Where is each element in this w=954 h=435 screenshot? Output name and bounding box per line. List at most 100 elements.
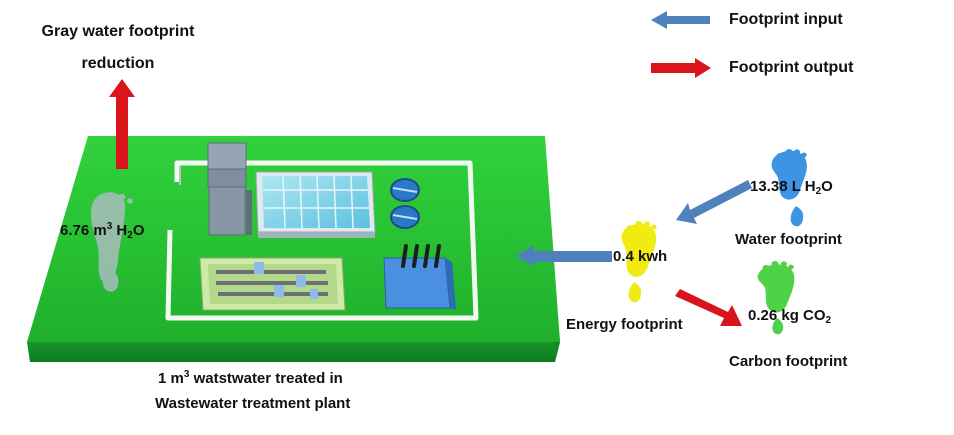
- legend-output-arrow: [651, 58, 711, 78]
- water-to-energy-arrow: [676, 180, 752, 224]
- plant-caption-line1-prefix: 1 m: [158, 370, 184, 387]
- gray-water-value: 6.76 m3 H2O: [60, 221, 145, 241]
- carbon-footprint-drop: [772, 318, 784, 335]
- carbon-footprint-value-sub: 2: [825, 315, 832, 326]
- red-up-arrow: [109, 79, 135, 169]
- clarifier-2-bridge: [392, 214, 418, 220]
- energy-to-plant-arrow-shape: [516, 245, 612, 267]
- legend-input-arrow-shape: [651, 11, 710, 29]
- carbon-footprint-toe: [771, 261, 779, 267]
- water-footprint-value: 13.38 L H2O: [750, 178, 833, 197]
- tank-front: [258, 232, 375, 238]
- energy-to-carbon-arrow: [675, 289, 742, 326]
- carbon-footprint-sole: [757, 264, 795, 313]
- plant-caption-line1-sup: 3: [183, 369, 190, 380]
- carbon-footprint-toe: [788, 264, 794, 270]
- gray-water-value-sup: 3: [106, 221, 113, 232]
- channel-gate: [296, 275, 306, 287]
- blue-building-side: [445, 258, 456, 310]
- sludge-channels: [199, 257, 346, 311]
- energy-footprint-sole: [621, 223, 657, 277]
- water-footprint-value-suffix: O: [821, 178, 833, 195]
- gray-footprint-toe: [118, 194, 126, 200]
- channel-bar: [216, 270, 326, 274]
- gray-water-title-line1: Gray water footprint: [41, 23, 195, 40]
- gray-water-value-unit: H: [112, 222, 128, 239]
- legend-input-arrow: [651, 11, 710, 29]
- channel-bar: [216, 281, 328, 285]
- legend-input-label: Footprint input: [729, 11, 843, 28]
- gray-footprint-toe: [100, 195, 108, 203]
- energy-to-plant-arrow: [516, 245, 612, 267]
- carbon-footprint-toe: [762, 265, 770, 271]
- carbon-footprint-toe: [781, 261, 787, 267]
- channel-gate: [310, 289, 318, 299]
- plant-caption-line1-suffix: watstwater treated in: [189, 370, 343, 387]
- water-footprint-toe: [801, 152, 807, 158]
- water-to-energy-arrow-shape: [676, 180, 752, 224]
- blue-building: [383, 244, 456, 310]
- channel-bar: [218, 292, 328, 296]
- tank-grid-line: [299, 175, 303, 229]
- gray-footprint-toe: [109, 192, 117, 200]
- building-side: [246, 190, 252, 235]
- red-up-arrow-head: [109, 79, 135, 97]
- energy-footprint-drop: [628, 282, 642, 303]
- plant-caption-line1: 1 m3 watstwater treated in: [158, 369, 343, 387]
- energy-footprint-label: Energy footprint: [566, 316, 683, 333]
- blue-building-body: [383, 257, 451, 309]
- carbon-footprint-value: 0.26 kg CO2: [748, 307, 832, 326]
- wall-outline: [165, 160, 479, 321]
- energy-footprint-toe: [635, 221, 643, 227]
- gray-footprint-toe: [127, 198, 133, 204]
- energy-footprint-toe: [644, 221, 650, 227]
- gray-footprint-sole: [90, 192, 126, 283]
- water-footprint-sole: [771, 150, 807, 200]
- clarifiers: [390, 178, 420, 229]
- chimney: [401, 244, 408, 268]
- gray-buildings: [207, 142, 252, 236]
- carbon-footprint-label: Carbon footprint: [729, 353, 848, 370]
- energy-footprint-toe: [626, 225, 634, 231]
- gray-water-value-sub: 2: [127, 230, 133, 241]
- energy-footprint-icon: [621, 221, 657, 303]
- energy-footprint-value: 0.4 kwh: [613, 248, 668, 265]
- chimney: [434, 244, 441, 268]
- aeration-tank: [255, 171, 376, 238]
- plant-base-front-edge: [27, 342, 560, 362]
- gray-water-title-line2: reduction: [81, 55, 155, 72]
- red-up-arrow-shaft: [116, 97, 128, 169]
- tank-grid-line: [350, 175, 354, 229]
- channel-gate: [254, 262, 264, 274]
- chimney: [412, 244, 419, 268]
- tank-water: [262, 176, 370, 228]
- water-footprint-toe: [776, 153, 784, 159]
- water-footprint-value-prefix: 13.38 L H: [750, 178, 816, 195]
- water-footprint-toe: [794, 149, 800, 155]
- water-footprint-drop: [790, 206, 804, 227]
- plant-caption-line2: Wastewater treatment plant: [155, 395, 351, 412]
- building-base: [208, 186, 246, 236]
- carbon-footprint-icon: [757, 261, 795, 335]
- tank-grid-line: [282, 175, 286, 229]
- plant-enclosure-wall: [165, 160, 479, 321]
- energy-to-carbon-arrow-shape: [675, 289, 742, 326]
- tank-grid-line: [316, 175, 320, 229]
- gray-water-value-prefix: 6.76 m: [60, 222, 107, 239]
- legend-output-label: Footprint output: [729, 59, 854, 76]
- gray-water-value-suffix: O: [132, 222, 145, 239]
- water-footprint-label: Water footprint: [735, 231, 842, 248]
- carbon-footprint-value-prefix: 0.26 kg CO: [748, 307, 826, 324]
- building-mid: [207, 168, 247, 188]
- channel-gate: [274, 285, 284, 297]
- water-footprint-icon: [771, 149, 807, 227]
- chimney: [423, 244, 430, 268]
- energy-footprint-toe: [651, 224, 657, 230]
- water-footprint-value-sub: 2: [815, 186, 822, 197]
- gray-footprint-icon: [90, 192, 133, 292]
- clarifier-1-bridge: [392, 187, 418, 193]
- building-top: [207, 142, 247, 170]
- tank-grid-line: [333, 175, 337, 229]
